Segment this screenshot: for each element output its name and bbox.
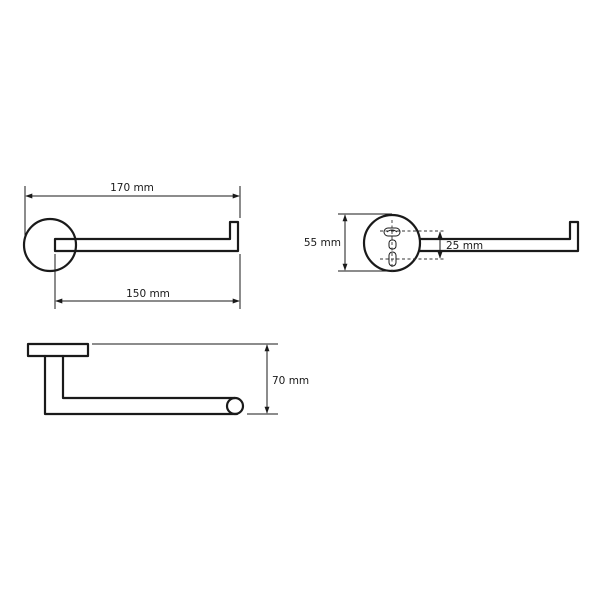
front-view: 55 mm 25 mm bbox=[304, 213, 580, 273]
holder-arm-inner bbox=[61, 354, 237, 400]
side-view: 70 mm bbox=[26, 342, 309, 416]
holder-arm-front bbox=[418, 220, 580, 253]
wall-plate-circle bbox=[22, 217, 78, 273]
dimension-label-25: 25 mm bbox=[446, 240, 483, 252]
dimension-label-70: 70 mm bbox=[272, 375, 309, 387]
top-view: 170 mm 150 mm bbox=[22, 182, 241, 309]
arm-end-cap bbox=[225, 396, 245, 416]
dimension-label-170: 170 mm bbox=[110, 182, 154, 194]
dimension-label-55: 55 mm bbox=[304, 237, 341, 249]
holder-arm-outer bbox=[43, 354, 239, 416]
center-hole bbox=[388, 239, 397, 250]
lower-screw-slot bbox=[388, 251, 397, 267]
wall-plate-profile bbox=[26, 342, 90, 358]
holder-arm-top bbox=[53, 220, 240, 253]
dimension-label-150: 150 mm bbox=[126, 288, 170, 300]
